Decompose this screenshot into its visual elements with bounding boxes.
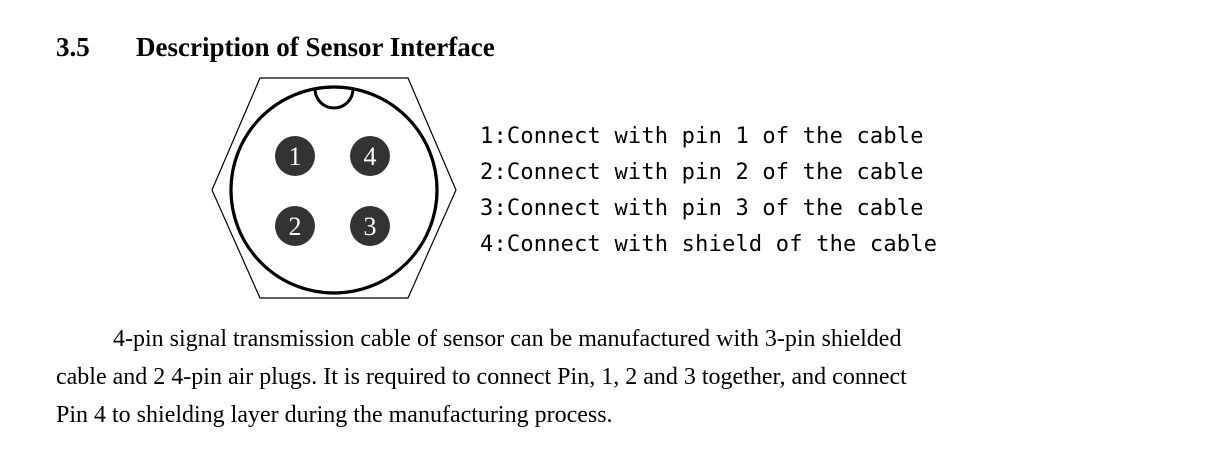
pin-2-label: 2 (289, 212, 302, 241)
pin-2: 2 (275, 206, 315, 246)
section-number: 3.5 (56, 32, 90, 62)
body-paragraph: 4-pin signal transmission cable of senso… (56, 320, 1166, 434)
section-title: Description of Sensor Interface (136, 32, 495, 62)
pin-legend-item-1: 1:Connect with pin 1 of the cable (480, 124, 924, 149)
pin-legend-item-3: 3:Connect with pin 3 of the cable (480, 196, 924, 221)
pin-3-label: 3 (364, 212, 377, 241)
section-heading: 3.5 Description of Sensor Interface (56, 30, 495, 64)
key-notch (313, 88, 355, 110)
pin-1: 1 (275, 136, 315, 176)
pin-4-label: 4 (364, 142, 377, 171)
hex-nut-outline (211, 77, 457, 299)
body-line-1: 4-pin signal transmission cable of senso… (113, 326, 902, 352)
body-line-3: Pin 4 to shielding layer during the manu… (56, 402, 613, 428)
pin-legend: 1:Connect with pin 1 of the cable 2:Conn… (480, 119, 937, 263)
connector-ring (229, 85, 439, 295)
pin-legend-item-2: 2:Connect with pin 2 of the cable (480, 160, 924, 185)
body-line-2: cable and 2 4-pin air plugs. It is requi… (56, 364, 907, 390)
pin-legend-item-4: 4:Connect with shield of the cable (480, 232, 938, 257)
connector-diagram: 1 4 2 3 (211, 77, 457, 299)
pin-4: 4 (350, 136, 390, 176)
pin-3: 3 (350, 206, 390, 246)
pin-1-label: 1 (289, 142, 302, 171)
